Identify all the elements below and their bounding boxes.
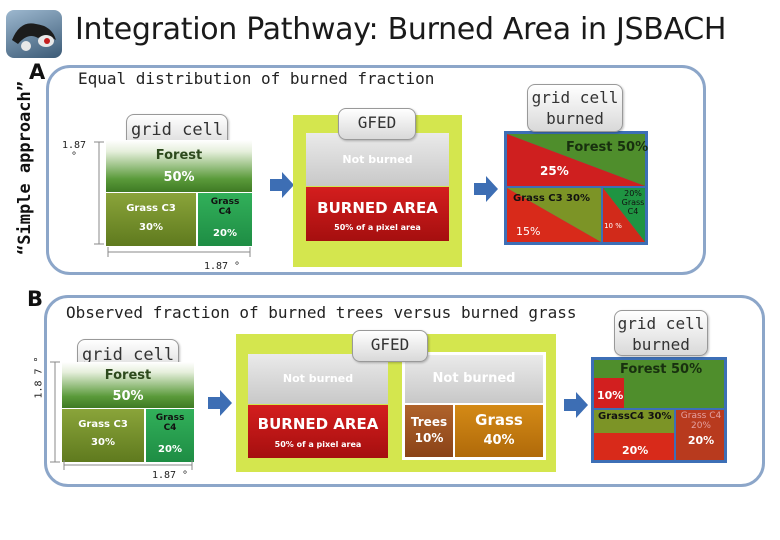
section-b-arrow-1 (208, 390, 232, 416)
section-b-dim-left-line (50, 361, 60, 463)
section-b-not-burned-2-tile: Not burned (405, 355, 543, 403)
section-b-result-frame (591, 357, 727, 463)
section-a-result-c4-burned: 10 % (604, 222, 622, 230)
section-a-dim-left-line (94, 141, 104, 245)
section-b-forest-label: Forest (104, 368, 152, 383)
section-a-result-c4: 20% Grass C4 (621, 189, 645, 216)
section-b-result-c4-tile (676, 410, 724, 460)
section-a-result-forest-burned: 25% (540, 164, 569, 178)
section-b-burned-note: 50% of a pixel area (274, 440, 362, 449)
section-b-result-c3: GrassC4 30% (598, 411, 672, 422)
section-b-result-forest: Forest 50% (620, 362, 703, 377)
section-a-result-c3: Grass C3 30% (513, 193, 590, 204)
section-b-subtitle: Observed fraction of burned trees versus… (66, 303, 577, 322)
section-a-result-c3-burned: 15% (516, 225, 541, 238)
section-a-arrow-2 (474, 176, 498, 202)
section-a-subtitle: Equal distribution of burned fraction (78, 69, 435, 88)
section-b-grass-pct: 40% (483, 433, 515, 448)
page-title: Integration Pathway: Burned Area in JSBA… (75, 12, 727, 47)
section-a-gfed-panel: Not burned BURNED AREA 50% of a pixel ar… (293, 115, 462, 267)
section-a-not-burned-label: Not burned (342, 153, 413, 166)
section-a-burned-tag: grid cell burned (527, 84, 623, 132)
section-a-burned-note: 50% of a pixel area (334, 223, 421, 232)
section-a-forest-pct: 50% (163, 170, 195, 185)
section-a-dim-bottom-line (107, 247, 251, 257)
section-b-gfed-tag: GFED (352, 330, 428, 362)
section-a-arrow-1 (270, 172, 294, 198)
section-b-result-forest-burned-tile (594, 378, 624, 408)
section-a-result-forest: Forest 50% (566, 140, 649, 155)
section-b-trees-label: Trees (410, 415, 448, 429)
section-b-c3-label: Grass C3 (78, 419, 128, 430)
section-a-letter: A (29, 60, 46, 84)
section-a-c3-tile: Grass C3 30% (106, 193, 196, 246)
section-a-c3-label: Grass C3 (126, 203, 176, 214)
section-b-dim-left: 1.8 7 ° (33, 356, 45, 399)
section-b-result-c4: Grass C4 20% (680, 411, 722, 431)
section-b-result-c4-burned: 20% (687, 434, 715, 447)
section-b-forest-tile: Forest 50% (62, 362, 194, 408)
section-b-trees-pct: 10% (414, 431, 444, 445)
section-b-c4-tile: Grass C4 20% (146, 409, 194, 462)
section-a-c4-label: Grass C4 (210, 197, 240, 217)
section-a-dim-bottom: 1.87 ° (203, 261, 241, 272)
section-b-not-burned-2-label: Not burned (432, 371, 516, 386)
section-a-forest-label: Forest (155, 148, 203, 163)
section-b-grass-tile: Grass 40% (455, 405, 543, 457)
section-b-burned-tag: grid cell burned (614, 310, 708, 356)
section-b-result-forest-burned: 10% (597, 389, 624, 402)
section-a-grid-cell: Forest 50% Grass C3 30% Grass C4 20% (106, 140, 252, 246)
section-a-c3-pct: 30% (139, 222, 163, 233)
section-b-burned-label: BURNED AREA (257, 415, 379, 433)
section-b-letter: B (27, 287, 44, 311)
section-a-dim-left: 1.87 ° (61, 140, 87, 162)
section-a-c4-tile: Grass C4 20% (198, 193, 252, 246)
section-b-forest-pct: 50% (112, 389, 144, 404)
section-b-grass-label: Grass (475, 411, 523, 429)
section-b-c3-tile: Grass C3 30% (62, 409, 144, 462)
section-b-trees-tile: Trees 10% (405, 405, 453, 457)
section-b-not-burned-tile: Not burned (248, 354, 388, 404)
section-b-c4-label: Grass C4 (155, 413, 185, 433)
side-label: “Simple approach” (15, 81, 35, 255)
section-b-arrow-2 (564, 392, 588, 418)
section-b-c4-pct: 20% (158, 444, 182, 455)
institute-logo (6, 10, 62, 58)
section-b-burned-tile: BURNED AREA 50% of a pixel area (248, 405, 388, 458)
section-b-result-c3-burned: 20% (622, 444, 649, 457)
section-b-not-burned-label: Not burned (282, 372, 354, 385)
section-a-result-grid (507, 134, 645, 242)
section-b-grid-cell: Forest 50% Grass C3 30% Grass C4 20% (62, 362, 194, 462)
section-b-c3-pct: 30% (91, 437, 115, 448)
section-b-dim-bottom-line (63, 460, 193, 470)
section-a-forest-tile: Forest 50% (106, 140, 252, 192)
section-a-gfed-tag: GFED (338, 108, 416, 140)
section-a-not-burned-tile: Not burned (306, 133, 449, 186)
section-b-dim-bottom: 1.87 ° (151, 470, 189, 481)
section-b-result-c3-burned-tile (594, 433, 674, 460)
section-a-c4-pct: 20% (213, 228, 237, 239)
section-b-observed-frame: Not burned Trees 10% Grass 40% (402, 352, 546, 460)
section-a-burned-label: BURNED AREA (317, 199, 438, 217)
section-a-burned-tile: BURNED AREA 50% of a pixel area (306, 187, 449, 241)
